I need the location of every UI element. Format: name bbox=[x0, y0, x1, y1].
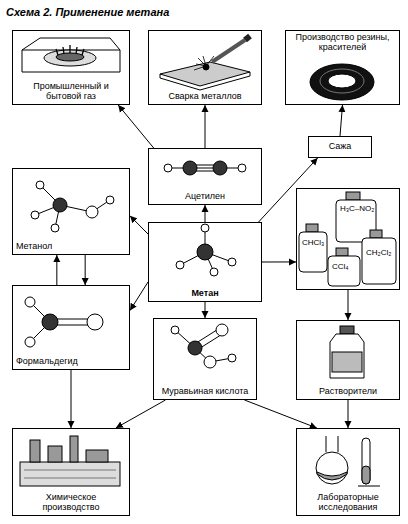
acetylene-molecule bbox=[164, 161, 246, 175]
arrow-connector bbox=[205, 205, 206, 222]
arrow-connector bbox=[348, 290, 349, 320]
arrow-connector bbox=[205, 302, 206, 318]
node-label: Промышленный и бытовой газ bbox=[16, 82, 126, 102]
arrow-connector bbox=[56, 255, 57, 285]
formic-acid-molecule bbox=[171, 324, 236, 368]
process-box: Сварка металлов bbox=[148, 30, 262, 105]
process-box: Сажа bbox=[308, 136, 372, 158]
node-label: Метанол bbox=[16, 242, 52, 252]
process-box: Формальдегид bbox=[12, 285, 130, 370]
process-box: Промышленный и бытовой газ bbox=[12, 30, 130, 105]
formaldehyde-molecule bbox=[25, 297, 103, 347]
arrow-connector bbox=[116, 400, 166, 428]
process-box: Растворители bbox=[296, 320, 400, 400]
node-label: Химическое производство bbox=[16, 493, 126, 513]
process-box: Лабораторные исследования bbox=[296, 428, 400, 516]
node-label: Лабораторные исследования bbox=[300, 493, 396, 513]
node-label: Производство резины, красителей bbox=[289, 33, 396, 53]
arrow-connector bbox=[262, 261, 296, 262]
node-label: Муравьиная кислота bbox=[162, 387, 249, 397]
node-label: Ацетилен bbox=[185, 192, 225, 202]
formula-label: CHCl₃ bbox=[301, 239, 325, 247]
arrow-connector bbox=[130, 216, 148, 234]
gas-burner-icon bbox=[22, 38, 120, 72]
formula-label: CCl₄ bbox=[331, 263, 350, 271]
arrow-connector bbox=[259, 158, 318, 222]
methanol-molecule bbox=[31, 181, 114, 232]
arrow-connector bbox=[205, 105, 206, 148]
solvent-bottle-icon bbox=[330, 326, 364, 378]
node-label: Формальдегид bbox=[16, 357, 78, 367]
node-label: Метан bbox=[191, 289, 218, 299]
welding-icon bbox=[160, 36, 250, 90]
arrow-connector bbox=[348, 400, 349, 428]
node-label: Растворители bbox=[319, 387, 377, 397]
arrow-connector bbox=[245, 400, 317, 428]
tire-icon bbox=[310, 64, 374, 100]
arrow-connector bbox=[85, 255, 86, 285]
process-box: Метанол bbox=[12, 168, 130, 255]
formula-label: CH₂Cl₂ bbox=[365, 249, 392, 257]
diagram-title: Схема 2. Применение метана bbox=[6, 6, 169, 18]
methane-molecule bbox=[176, 224, 236, 276]
node-label: Сварка металлов bbox=[168, 92, 241, 102]
process-box: Метан bbox=[148, 222, 262, 302]
node-label: Сажа bbox=[329, 142, 352, 152]
arrow-connector bbox=[130, 282, 148, 311]
arrow-connector bbox=[118, 105, 154, 148]
formula-label: H₃C–NO₂ bbox=[339, 205, 375, 213]
factory-icon bbox=[20, 436, 120, 486]
arrow-connector bbox=[340, 105, 343, 136]
bottles-icon bbox=[299, 192, 396, 286]
process-box: Муравьиная кислота bbox=[153, 318, 257, 400]
process-box: Ацетилен bbox=[148, 148, 262, 205]
lab-flask-icon bbox=[316, 436, 380, 486]
compounds-box: H₃C–NO₂ CHCl₃ CCl₄ CH₂Cl₂ bbox=[296, 188, 400, 290]
arrow-connector bbox=[71, 370, 72, 428]
process-box: Производство резины, красителей bbox=[285, 30, 400, 105]
process-box: Химическое производство bbox=[12, 428, 130, 516]
